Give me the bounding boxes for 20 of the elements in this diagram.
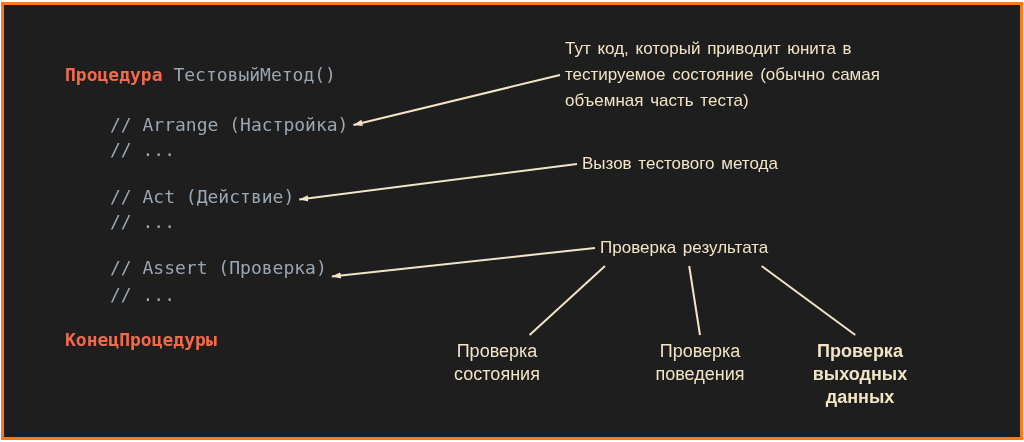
code-keyword: КонецПроцедуры: [65, 328, 217, 352]
callout-text: Проверка результата: [600, 235, 769, 261]
callout-text: Вызов тестового метода: [582, 151, 778, 177]
code-comment: // Act (Действие): [110, 185, 295, 209]
code-comment: // ...: [110, 210, 176, 234]
connector-line: [528, 265, 606, 336]
branch-label: Проверка выходных данных: [812, 340, 908, 409]
code-comment: // ...: [110, 138, 176, 162]
arrow: [330, 247, 596, 279]
connector-line: [688, 265, 701, 336]
callout-text: Тут код, который приводит юнита в тестируемое состояние (обычно самая объемная часть теста): [565, 36, 937, 114]
branch-label: Проверка поведения: [655, 340, 745, 386]
arrow: [352, 74, 561, 126]
code-comment: // Assert (Проверка): [110, 256, 327, 280]
arrow: [298, 163, 578, 202]
code-line: Процедура ТестовыйМетод(): [65, 63, 336, 87]
code-comment: // Arrange (Настройка): [110, 113, 349, 137]
branch-label: Проверка состояния: [454, 340, 540, 386]
connector-line: [760, 265, 857, 336]
code-comment: // ...: [110, 283, 176, 307]
